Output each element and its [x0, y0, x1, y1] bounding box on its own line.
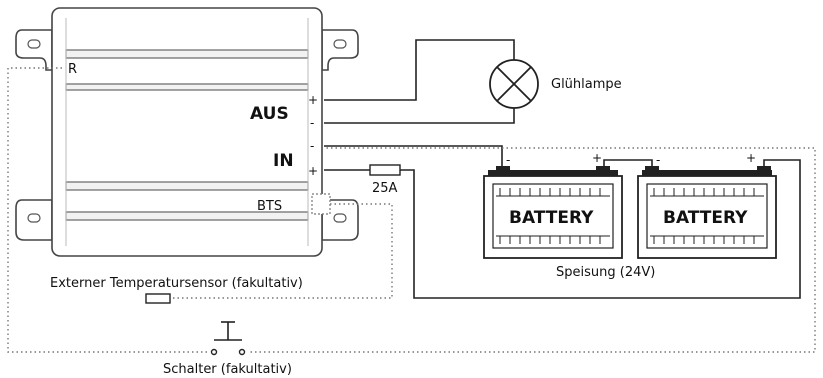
switch-symbol — [208, 321, 248, 358]
lamp-label: Glühlampe — [551, 77, 622, 92]
bts-socket — [311, 193, 331, 215]
dotted-remote-line — [7, 67, 816, 353]
battery-2-minus: - — [656, 153, 660, 167]
terminal-aus-minus: - — [310, 116, 314, 130]
wire-in-minus-to-battery — [324, 145, 503, 168]
supply-label: Speisung (24V) — [556, 265, 655, 280]
device-housing — [15, 7, 359, 257]
device-label-bts: BTS — [257, 199, 282, 214]
lamp-symbol — [489, 59, 539, 109]
battery-1-minus: - — [506, 153, 510, 167]
battery-2-label: BATTERY — [663, 208, 748, 228]
battery-2 — [637, 166, 777, 259]
battery-1-plus: + — [592, 151, 602, 165]
terminal-in-minus: - — [310, 139, 314, 153]
device-label-r: R — [68, 62, 77, 77]
wire-battery-link — [603, 159, 653, 168]
battery-1 — [483, 166, 623, 259]
device-label-aus: AUS — [250, 104, 289, 124]
battery-1-label: BATTERY — [509, 208, 594, 228]
terminal-aus-plus: + — [308, 93, 318, 107]
device-label-in: IN — [273, 151, 294, 171]
wire-aus-minus-to-lamp — [324, 108, 515, 124]
battery-2-plus: + — [746, 151, 756, 165]
wire-fuse-to-battery-plus — [400, 159, 801, 299]
fuse-label: 25A — [372, 181, 398, 196]
dotted-sensor-line — [170, 203, 393, 299]
terminal-in-plus: + — [308, 164, 318, 178]
wire-aus-plus-to-lamp — [324, 39, 515, 101]
switch-label: Schalter (fakultativ) — [163, 362, 292, 377]
fuse-25a — [369, 164, 401, 176]
sensor-label: Externer Temperatursensor (fakultativ) — [50, 276, 303, 291]
temperature-sensor — [145, 293, 171, 304]
